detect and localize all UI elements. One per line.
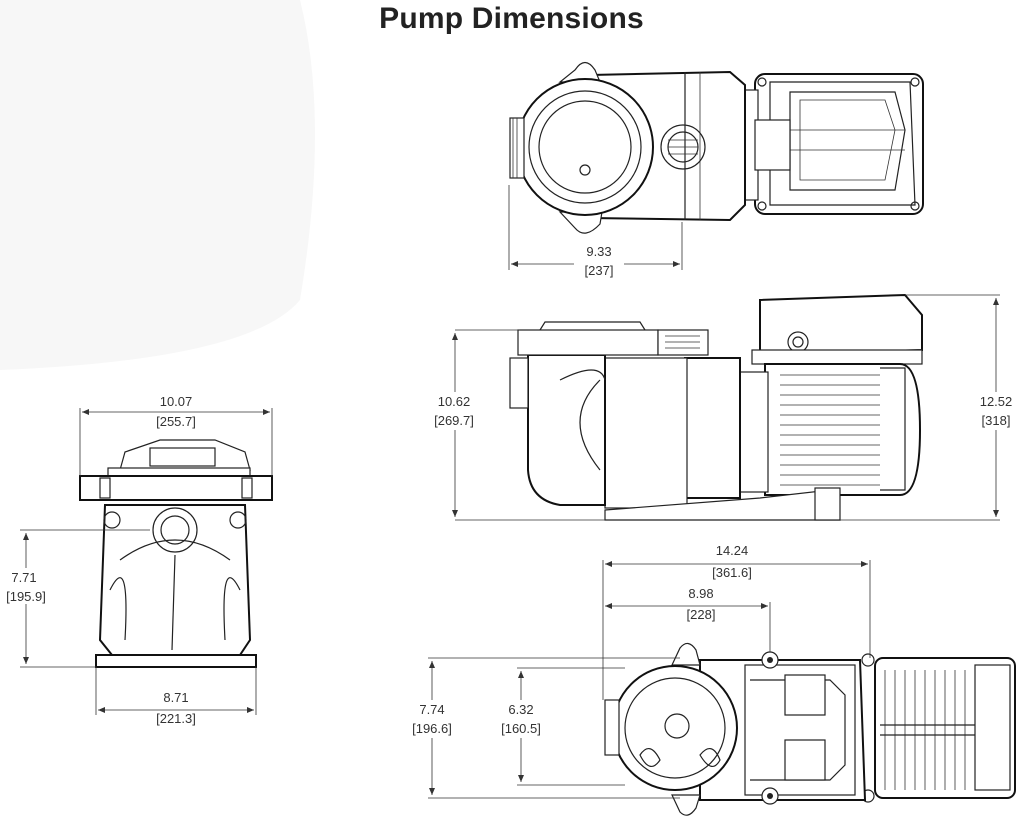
svg-text:[237]: [237] [585, 263, 614, 278]
front-port-height-label: 7.71 [195.9] [2, 568, 50, 604]
bottom-overall-width-label: 7.74 [196.6] [404, 700, 460, 738]
svg-text:[196.6]: [196.6] [412, 721, 452, 736]
svg-text:8.71: 8.71 [163, 690, 188, 705]
svg-text:7.74: 7.74 [419, 702, 444, 717]
svg-text:[269.7]: [269.7] [434, 413, 474, 428]
svg-text:[361.6]: [361.6] [712, 565, 752, 580]
bottom-mount-width-label: 6.32 [160.5] [493, 700, 549, 738]
svg-text:6.32: 6.32 [508, 702, 533, 717]
svg-text:[318]: [318] [982, 413, 1011, 428]
svg-text:[221.3]: [221.3] [156, 711, 196, 726]
side-strainer-height-label: 10.62 [269.7] [425, 392, 485, 430]
svg-text:[160.5]: [160.5] [501, 721, 541, 736]
top-width-label: 9.33 [237] [574, 244, 624, 278]
background-shape [0, 0, 315, 370]
front-view [20, 408, 273, 715]
top-view [508, 61, 924, 270]
bottom-view [428, 560, 1016, 816]
svg-text:8.98: 8.98 [688, 586, 713, 601]
svg-text:10.62: 10.62 [438, 394, 471, 409]
svg-text:[255.7]: [255.7] [156, 414, 196, 429]
svg-text:[228]: [228] [687, 607, 716, 622]
bottom-mount-length-label: 8.98 [228] [678, 586, 724, 623]
side-overall-height-label: 12.52 [318] [972, 392, 1020, 430]
bottom-overall-length-label: 14.24 [361.6] [700, 543, 764, 581]
svg-text:[195.9]: [195.9] [6, 589, 46, 604]
page-title: Pump Dimensions [379, 2, 644, 35]
side-view [452, 293, 1000, 521]
svg-text:12.52: 12.52 [980, 394, 1013, 409]
front-base-width-label: 8.71 [221.3] [145, 690, 207, 727]
svg-text:10.07: 10.07 [160, 394, 193, 409]
svg-text:9.33: 9.33 [586, 244, 611, 259]
front-overall-width-label: 10.07 [255.7] [145, 394, 207, 429]
svg-text:7.71: 7.71 [11, 570, 36, 585]
svg-text:14.24: 14.24 [716, 543, 749, 558]
